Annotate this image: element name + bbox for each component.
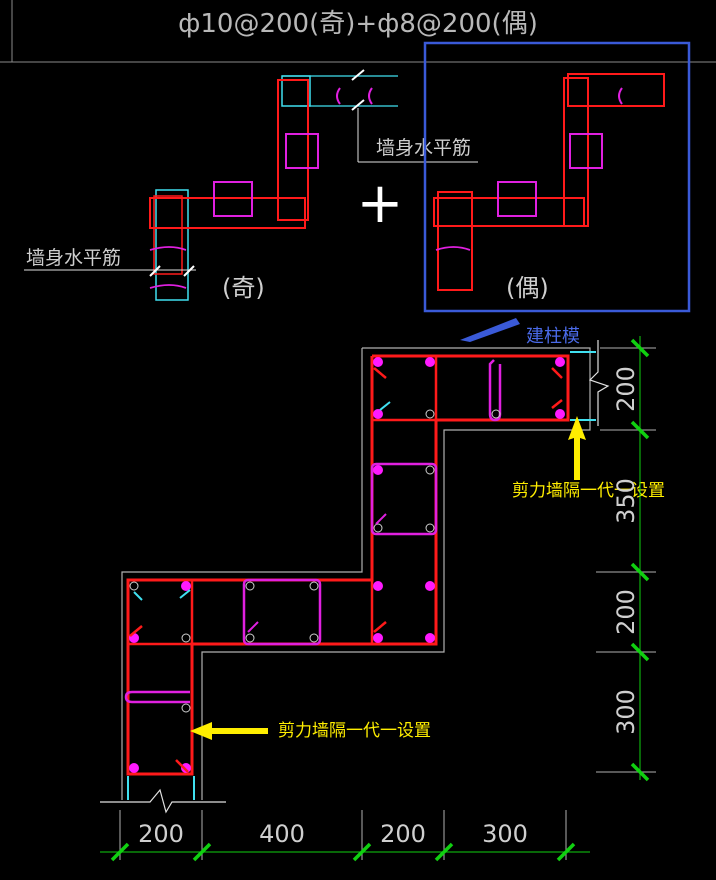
dim-v-3: 200: [612, 589, 640, 635]
tie-hook: [435, 246, 471, 251]
tick-mark: [149, 265, 161, 277]
tick-mark: [351, 99, 365, 111]
break-line: [100, 788, 226, 814]
dim-h-1: 200: [138, 820, 184, 848]
dim-v-4: 300: [612, 689, 640, 735]
rebar-horizontal: [149, 197, 306, 229]
dim-h-3: 200: [380, 820, 426, 848]
rebar-vertical: [437, 191, 473, 291]
drawing-title: ф10@200(奇)+ф8@200(偶): [178, 9, 538, 39]
even-highlight-box: [423, 41, 691, 313]
stirrup: [370, 462, 438, 536]
stirrup: [497, 181, 537, 217]
column-model-callout: 建柱模: [460, 318, 580, 346]
tick-mark: [183, 265, 195, 277]
main-plan: [100, 340, 610, 814]
dim-h-4: 300: [482, 820, 528, 848]
cyan-hooks: [133, 401, 391, 601]
tie-hook: [368, 87, 373, 105]
shear-wall-label-left: 剪力墙隔一代一设置: [278, 721, 431, 740]
stirrup: [242, 578, 322, 646]
detail-even: (偶): [433, 73, 665, 302]
blue-arrow: [460, 318, 520, 342]
even-label: (偶): [506, 274, 549, 302]
rebar-horizontal: [567, 73, 665, 107]
tie-hook: [618, 87, 623, 105]
yellow-arrow: [190, 722, 268, 740]
stirrup: [213, 181, 253, 217]
shear-wall-callout-left: 剪力墙隔一代一设置: [190, 721, 431, 740]
column-model-label: 建柱模: [526, 326, 580, 346]
main-rebar-outline: [126, 354, 570, 776]
rebar-dots: [129, 357, 565, 773]
break-line: [588, 340, 610, 426]
tie-hook: [336, 87, 341, 105]
yellow-arrow: [568, 416, 586, 480]
magenta-hooks: [247, 513, 387, 633]
rebar-hooks: [129, 367, 563, 773]
dim-v-2: 350: [612, 478, 640, 524]
rebar-vertical: [153, 195, 183, 275]
rebar-vertical: [277, 79, 309, 221]
vertical-dimensions: 200 350 200 300: [596, 336, 656, 782]
cyan-outline: [155, 189, 189, 301]
wall-outline: [121, 348, 363, 800]
shear-wall-label-right: 剪力墙隔一代一设置: [512, 481, 665, 500]
wall-outline: [201, 347, 591, 800]
dim-ticks: [110, 842, 576, 862]
stirrup: [569, 133, 603, 169]
wall-rebar-label-odd: 墙身水平筋: [376, 137, 471, 159]
tie-hook: [149, 284, 187, 289]
tie-hook: [149, 246, 187, 251]
rebar-horizontal: [433, 197, 585, 227]
wall-rebar-label-left: 墙身水平筋: [26, 247, 121, 269]
dim-v-1: 200: [612, 366, 640, 412]
dim-ticks: [630, 338, 650, 782]
horizontal-dimensions: 200 400 200 300: [100, 810, 590, 862]
detail-odd: 墙身水平筋 墙身水平筋 (奇): [24, 69, 478, 302]
stirrup: [285, 133, 319, 169]
shear-wall-callout-right: 剪力墙隔一代一设置: [512, 416, 665, 500]
tie-bar: [124, 690, 190, 704]
odd-label: (奇): [222, 274, 265, 302]
tick-mark: [351, 69, 365, 81]
hollow-dots: [129, 409, 501, 713]
dim-h-2: 400: [259, 820, 305, 848]
plus-sign: +: [357, 171, 404, 236]
